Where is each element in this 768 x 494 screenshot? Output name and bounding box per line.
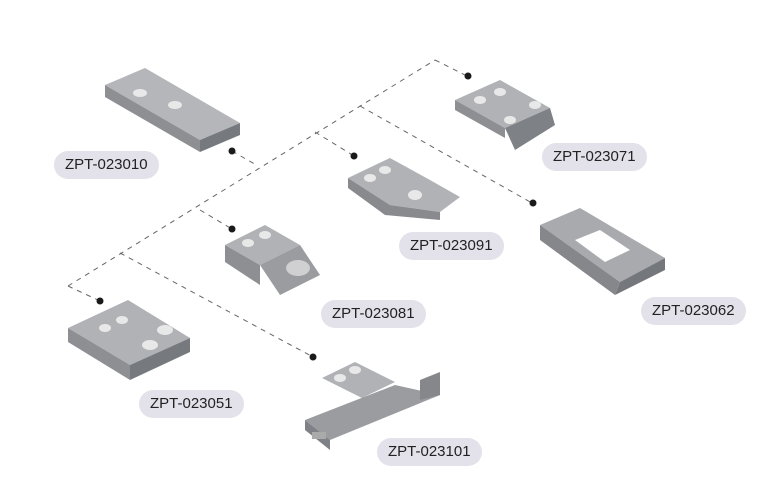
connector-023101	[119, 252, 314, 358]
main-trunk-line	[67, 59, 436, 287]
connector-023081	[199, 209, 233, 230]
dot-023071	[464, 72, 472, 80]
product-label-023071[interactable]: ZPT-023071	[542, 143, 647, 171]
product-label-023101[interactable]: ZPT-023101	[377, 438, 482, 466]
part-023081-image	[225, 225, 320, 295]
part-023010-image	[105, 68, 240, 152]
dot-023101	[309, 353, 317, 361]
part-023051-image	[68, 300, 190, 380]
product-label-023062[interactable]: ZPT-023062	[641, 297, 746, 325]
part-023091-image	[348, 158, 460, 220]
connector-023071	[434, 59, 468, 77]
part-023071-image	[455, 80, 555, 150]
part-023062-image	[540, 208, 665, 295]
product-label-023091[interactable]: ZPT-023091	[399, 232, 504, 260]
dot-023051	[96, 297, 104, 305]
connector-023010	[231, 150, 259, 167]
dot-023010	[228, 147, 236, 155]
product-label-023051[interactable]: ZPT-023051	[139, 390, 244, 418]
product-label-023081[interactable]: ZPT-023081	[321, 300, 426, 328]
product-label-023010[interactable]: ZPT-023010	[54, 151, 159, 179]
dot-023062	[529, 199, 537, 207]
dot-023081	[228, 225, 236, 233]
dot-023091	[350, 152, 358, 160]
part-023101-image	[305, 362, 440, 450]
connector-023091	[314, 131, 355, 157]
connector-023051	[67, 285, 101, 302]
connector-023062	[359, 105, 533, 204]
